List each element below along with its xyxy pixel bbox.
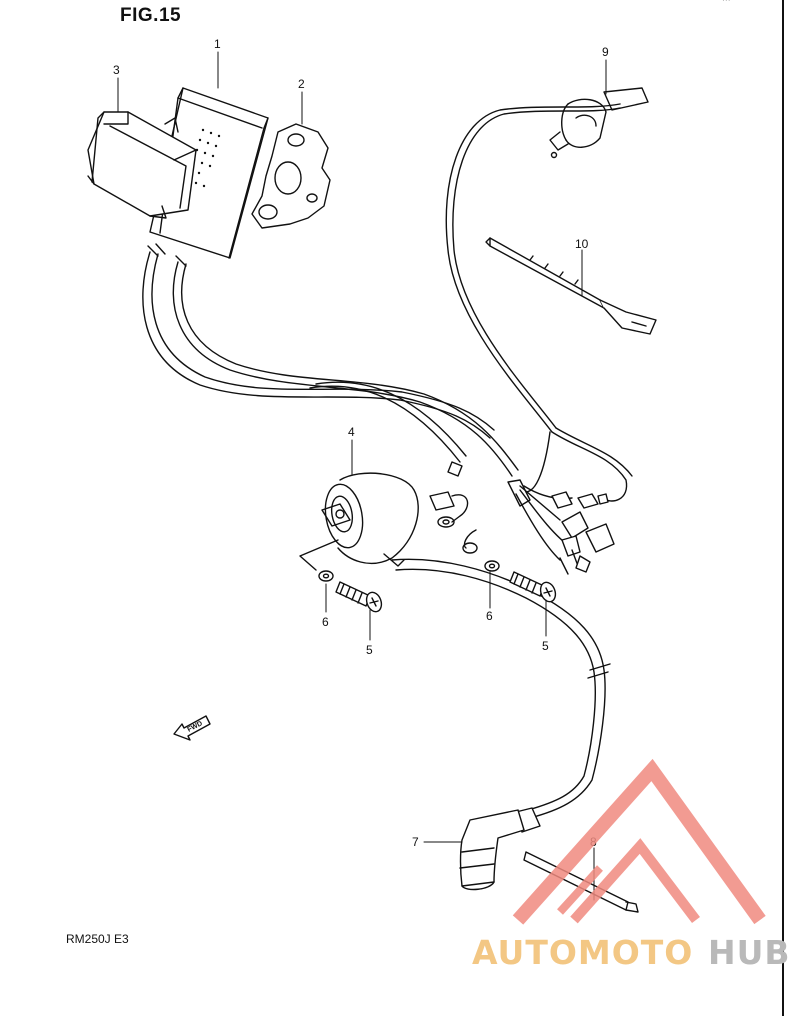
cdi-unit-part — [149, 87, 269, 259]
callout-leaders — [117, 51, 607, 901]
bolt-left-part — [335, 581, 383, 613]
watermark-logo — [512, 758, 766, 925]
watermark-text-secondary: HUB — [708, 933, 791, 972]
callout-6a: 6 — [322, 615, 329, 629]
fwd-arrow-icon — [173, 715, 211, 741]
callout-5a: 5 — [366, 643, 373, 657]
callout-6b: 6 — [486, 609, 493, 623]
model-label: RM250J E3 — [66, 932, 129, 946]
ignition-coil-part — [299, 472, 611, 819]
figure-title: FIG.15 — [120, 5, 182, 26]
callout-10: 10 — [575, 237, 589, 251]
page-border — [782, 0, 784, 1016]
callout-1: 1 — [214, 37, 221, 51]
rubber-mount-part — [87, 111, 197, 219]
callout-7: 7 — [412, 835, 419, 849]
callout-9: 9 — [602, 45, 609, 59]
callout-2: 2 — [298, 77, 305, 91]
watermark-text-primary: AUTOMOTO — [472, 933, 694, 972]
cable-tie-part — [485, 237, 657, 335]
mounting-gasket-part — [251, 123, 331, 229]
bolt-right-part — [509, 571, 557, 603]
callout-5b: 5 — [542, 639, 549, 653]
spark-plug-cap-part — [459, 807, 541, 891]
washer-right-part — [484, 560, 500, 572]
cdi-wire-harness — [142, 243, 519, 477]
kill-switch-part — [445, 87, 649, 502]
callout-3: 3 — [113, 63, 120, 77]
washer-left-part — [318, 570, 334, 582]
corner-mark: ··· — [722, 0, 731, 6]
callout-4: 4 — [348, 425, 355, 439]
wire-connectors — [507, 479, 615, 575]
terminal-lugs — [429, 491, 478, 554]
